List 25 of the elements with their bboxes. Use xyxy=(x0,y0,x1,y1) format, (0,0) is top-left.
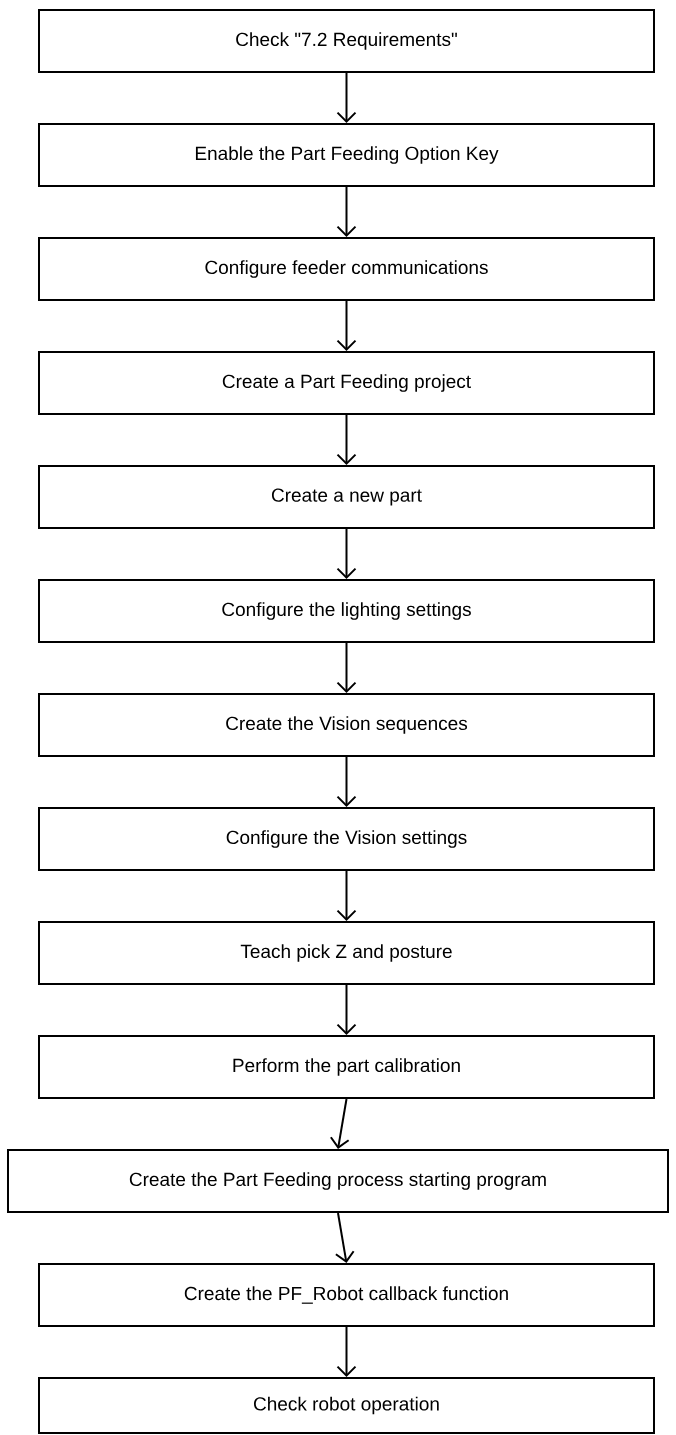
arrow xyxy=(336,984,357,1035)
process-box: Enable the Part Feeding Option Key xyxy=(38,123,655,187)
process-box: Create the Part Feeding process starting program xyxy=(7,1149,669,1213)
process-box: Configure the Vision settings xyxy=(38,807,655,871)
arrow xyxy=(336,1326,357,1377)
process-box: Configure the lighting settings xyxy=(38,579,655,643)
arrow xyxy=(329,1098,350,1149)
arrow xyxy=(336,300,357,351)
arrow xyxy=(336,642,357,693)
arrow xyxy=(336,414,357,465)
process-box: Create a Part Feeding project xyxy=(38,351,655,415)
process-box: Teach pick Z and posture xyxy=(38,921,655,985)
arrow xyxy=(336,870,357,921)
arrow xyxy=(334,1212,355,1263)
process-box: Perform the part calibration xyxy=(38,1035,655,1099)
arrow xyxy=(336,756,357,807)
process-box: Check "7.2 Requirements" xyxy=(38,9,655,73)
arrow xyxy=(336,186,357,237)
arrow xyxy=(336,72,357,123)
process-box: Create the PF_Robot callback function xyxy=(38,1263,655,1327)
process-box: Configure feeder communications xyxy=(38,237,655,301)
process-box: Check robot operation xyxy=(38,1377,655,1434)
arrow xyxy=(336,528,357,579)
process-box: Create the Vision sequences xyxy=(38,693,655,757)
process-box: Create a new part xyxy=(38,465,655,529)
